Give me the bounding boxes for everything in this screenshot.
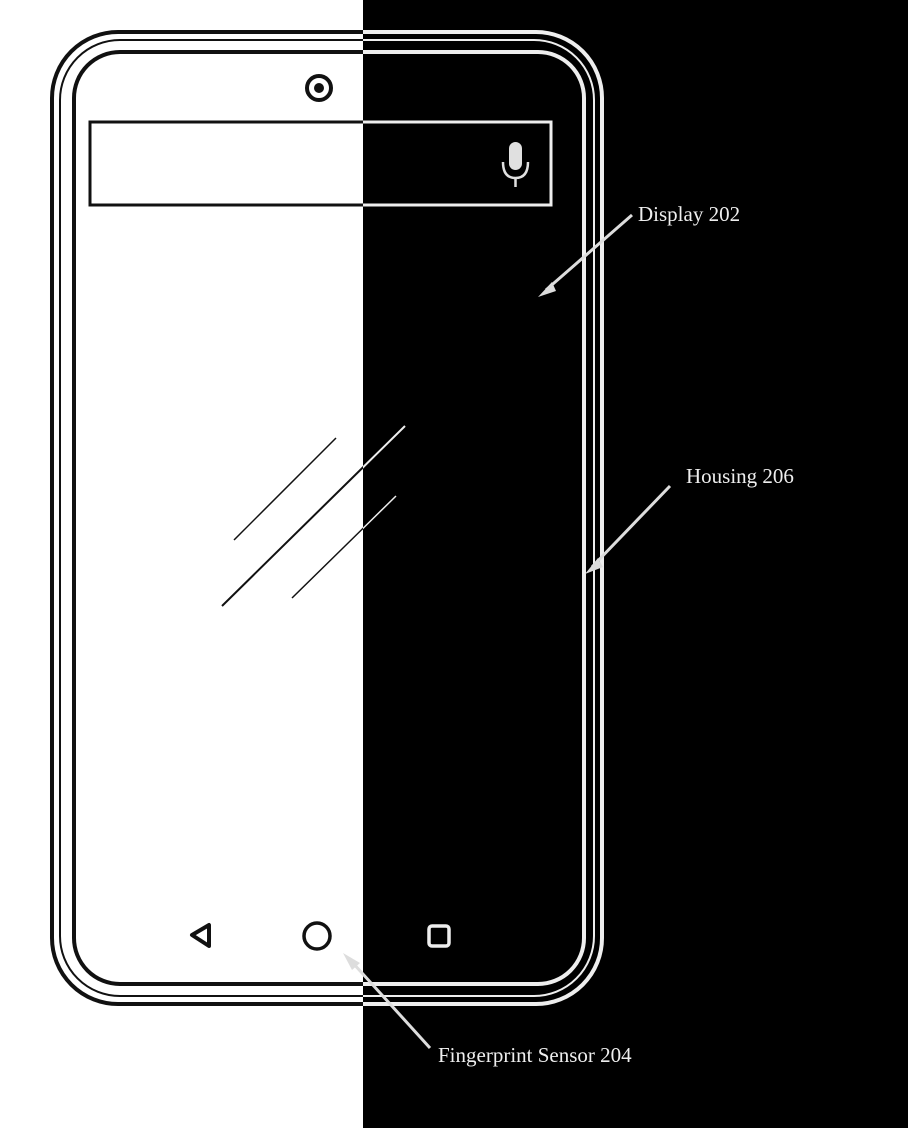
microphone-icon [501, 142, 530, 187]
display-arrow [538, 213, 633, 297]
housing-label: Housing 206 [686, 464, 794, 488]
display-label: Display 202 [638, 202, 740, 226]
recent-apps-icon [427, 924, 451, 948]
right-background [363, 0, 908, 1128]
fingerprint-sensor-arrow [343, 953, 432, 1050]
fingerprint-sensor-label: Fingerprint Sensor 204 [438, 1043, 632, 1067]
housing-arrow [585, 484, 672, 574]
